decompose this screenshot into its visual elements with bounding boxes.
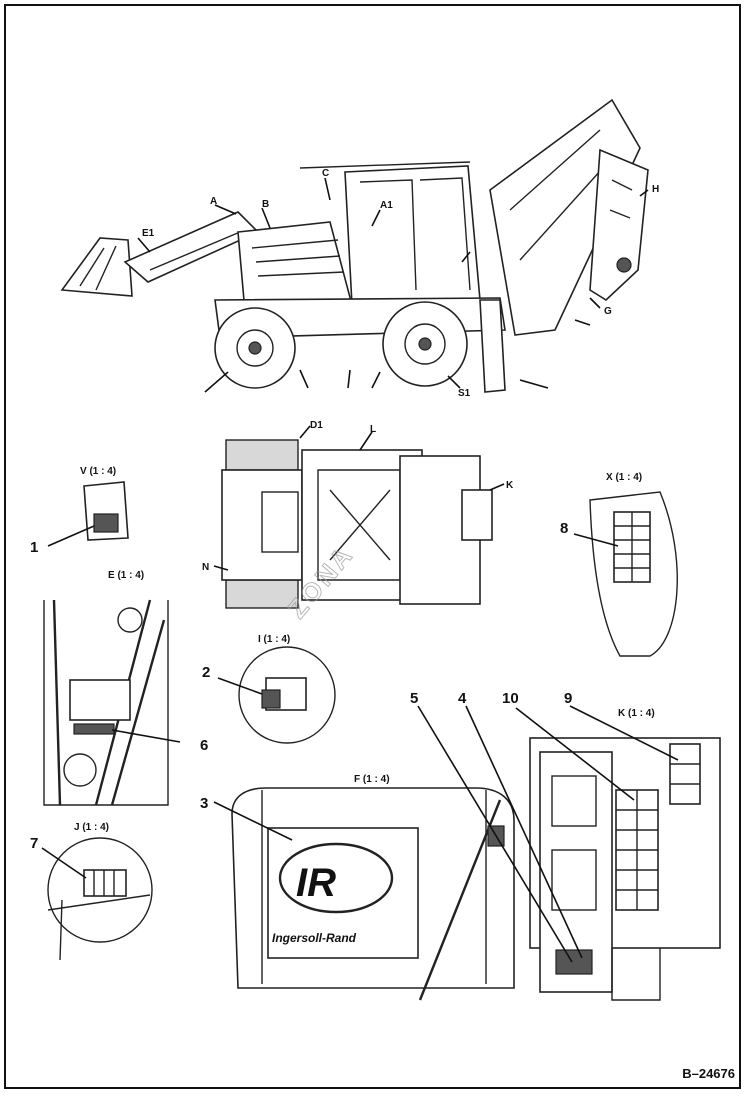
backhoe-dipper [589,148,649,302]
callout-3: 3 [200,795,208,812]
detail-x-title: X (1 : 4) [606,472,642,483]
detail-f: F (1 : 4) IR Ingersoll-Rand 3 [200,774,515,1001]
callout-8: 8 [560,520,568,537]
ir-logo-oval [278,842,394,914]
drawing-frame [4,4,741,1089]
detail-i-circle [238,646,336,744]
callout-7: 7 [30,835,38,852]
label-c: C [322,168,329,179]
stabilizer [479,299,506,393]
detail-k-title: K (1 : 4) [618,708,655,719]
decal-1 [93,513,119,533]
detail-x-part [589,491,678,657]
callout-10: 10 [502,690,519,707]
label-g: G [604,306,612,317]
label-b: B [262,199,269,210]
label-l: L [370,424,376,435]
top-front-wheel-left [225,439,299,471]
label-k: K [506,480,514,491]
backhoe-top-view: D1 L K N [202,420,514,609]
callout-4: 4 [458,690,467,707]
detail-v: V (1 : 4) 1 [30,466,129,556]
callout-9: 9 [564,690,572,707]
detail-j-circle [47,837,153,943]
top-backhoe-mount [461,489,493,541]
callout-2: 2 [202,664,210,681]
top-front-wheel-right [225,579,299,609]
decal-6 [73,723,115,735]
figure-number: B–24676 [682,1066,735,1081]
detail-e: E (1 : 4) 6 [43,570,208,806]
label-e1: E1 [142,228,155,239]
ir-logo: IR [296,861,336,905]
detail-i-title: I (1 : 4) [258,634,290,645]
detail-x: X (1 : 4) 8 [560,472,678,657]
detail-v-title: V (1 : 4) [80,466,116,477]
detail-e-panel [69,679,131,721]
detail-i: I (1 : 4) 2 [202,634,336,744]
decal-7 [83,869,127,897]
callout-5: 5 [410,690,418,707]
detail-j-title: J (1 : 4) [74,822,109,833]
decal-9 [669,743,701,805]
label-s1: S1 [458,388,471,399]
front-bucket [60,237,133,297]
ir-decal-panel [267,827,419,959]
callout-6: 6 [200,737,208,754]
decal-2 [261,689,281,709]
detail-e-title: E (1 : 4) [108,570,144,581]
label-n: N [202,562,209,573]
detail-j: J (1 : 4) 7 [30,822,153,961]
callout-1: 1 [30,539,38,556]
detail-k: K (1 : 4) 5 4 10 9 [410,690,721,1001]
label-a1: A1 [380,200,393,211]
ingersoll-rand-text: Ingersoll-Rand [272,931,357,945]
decal-4-5 [555,949,593,975]
backhoe-side-view: E1 A B A1 C H G S1 [60,98,659,399]
label-h: H [652,184,659,195]
label-d1: D1 [310,420,323,431]
label-a: A [210,196,217,207]
detail-f-title: F (1 : 4) [354,774,390,785]
